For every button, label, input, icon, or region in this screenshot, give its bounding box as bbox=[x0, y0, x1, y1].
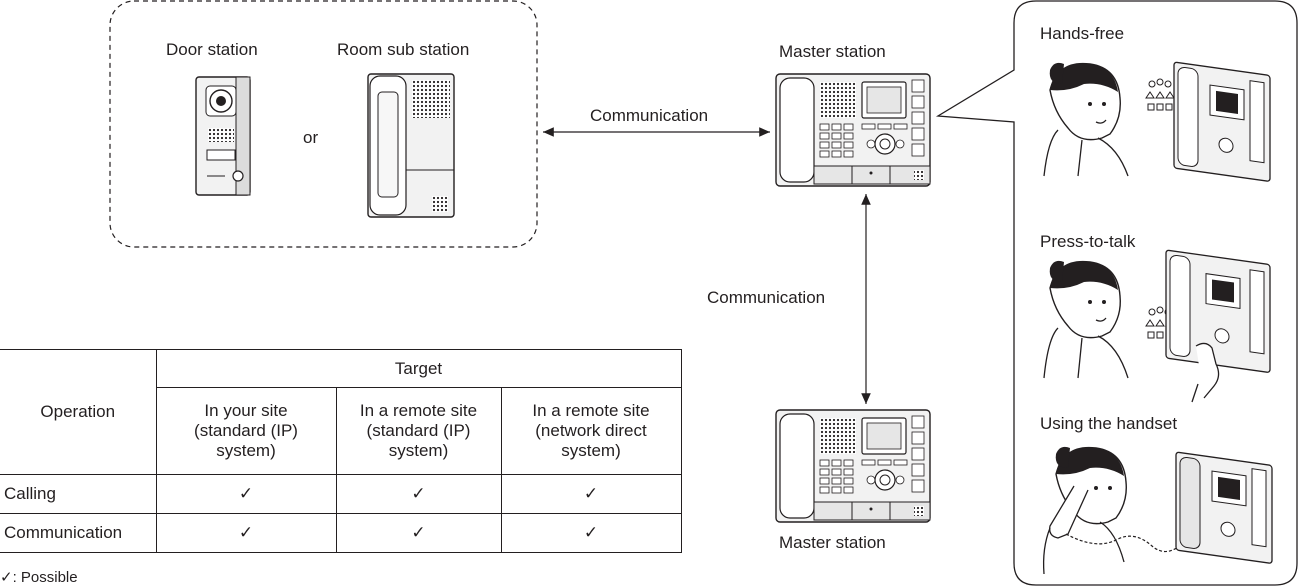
master-station-top-label: Master station bbox=[779, 42, 886, 61]
operation-header: Operation bbox=[0, 349, 157, 475]
door-station-device bbox=[195, 76, 251, 196]
table-row: Communication ✓ ✓ ✓ bbox=[0, 513, 682, 553]
room-sub-station-device bbox=[367, 73, 455, 218]
target-header: Target bbox=[155, 349, 682, 388]
legend-possible: ✓: Possible bbox=[0, 569, 78, 586]
check-mark: ✓ bbox=[335, 474, 502, 514]
target-your-site: In your site (standard (IP) system) bbox=[156, 387, 337, 475]
target-remote-standard-line-2: (standard (IP) bbox=[366, 421, 471, 440]
check-mark: ✓ bbox=[155, 474, 337, 514]
target-remote-network-direct-line-3: system) bbox=[561, 441, 621, 460]
target-your-site-line-1: In your site bbox=[204, 401, 288, 420]
master-station-top-device bbox=[775, 73, 931, 187]
target-remote-network-direct: In a remote site (network direct system) bbox=[500, 387, 682, 475]
target-remote-standard: In a remote site (standard (IP) system) bbox=[335, 387, 502, 475]
check-mark: ✓ bbox=[500, 474, 682, 514]
table-row: Calling ✓ ✓ ✓ bbox=[0, 474, 682, 514]
target-remote-network-direct-line-2: (network direct bbox=[535, 421, 647, 440]
hands-free-illustration bbox=[1043, 61, 1271, 182]
master-station-bottom-label: Master station bbox=[779, 533, 886, 552]
check-mark: ✓ bbox=[335, 513, 502, 553]
vertical-comm-label: Communication bbox=[707, 288, 826, 307]
row-label-calling: Calling bbox=[0, 474, 157, 514]
mode-hands-free-label: Hands-free bbox=[1040, 24, 1125, 43]
door-station-label: Door station bbox=[166, 40, 258, 59]
master-station-bottom-device bbox=[775, 409, 931, 523]
row-label-communication: Communication bbox=[0, 513, 157, 553]
target-your-site-line-2: (standard (IP) bbox=[194, 421, 298, 440]
room-sub-station-label: Room sub station bbox=[337, 40, 470, 59]
sub-station-group-box bbox=[109, 0, 538, 248]
mode-handset-label: Using the handset bbox=[1040, 414, 1178, 433]
target-remote-standard-line-1: In a remote site bbox=[359, 401, 478, 420]
target-remote-standard-line-3: system) bbox=[388, 441, 449, 460]
target-your-site-line-3: system) bbox=[216, 441, 276, 460]
operation-table: Operation Target In your site (standard … bbox=[0, 349, 682, 553]
check-mark: ✓ bbox=[155, 513, 337, 553]
target-remote-network-direct-line-1: In a remote site bbox=[532, 401, 650, 420]
horizontal-comm-label: Communication bbox=[590, 106, 709, 125]
using-handset-illustration bbox=[1042, 446, 1273, 575]
press-to-talk-illustration bbox=[1043, 249, 1271, 403]
check-mark: ✓ bbox=[500, 513, 682, 553]
or-label: or bbox=[303, 128, 319, 147]
mode-press-to-talk-label: Press-to-talk bbox=[1040, 232, 1136, 251]
